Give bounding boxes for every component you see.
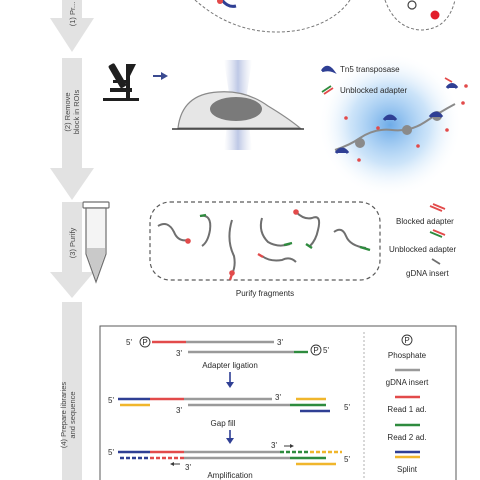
- tn5-icon: [220, 0, 237, 8]
- step-arrow-3: (3) Purify: [50, 202, 94, 298]
- legend-phosphate: Phosphate: [388, 351, 427, 360]
- tn5-transposase-icon: [320, 65, 337, 74]
- tube-icon: [82, 201, 110, 284]
- gapfill-bottom-5prime: 5': [344, 403, 350, 412]
- dna-fragments: [157, 209, 371, 281]
- step-4-panel: 5' P 3' 3' P 5' Adapter ligation 5' 3': [99, 325, 457, 480]
- ligation-top-5prime: 5': [126, 338, 132, 347]
- step-arrow-1: (1) Pr...: [50, 0, 94, 52]
- svg-text:P: P: [313, 346, 318, 355]
- step-arrow-2: (2) Remove block in ROIs: [50, 58, 94, 200]
- legend-unblocked-adapter: Unblocked adapter: [340, 86, 407, 95]
- gapfill-bottom-3prime: 3': [176, 406, 182, 415]
- step-4-label-line1: (4) Prepare libraries: [59, 382, 68, 449]
- stage-ligation: 5' P 3' 3' P 5' Adapter ligation: [126, 336, 329, 370]
- unblocked-adapter-icon: [321, 85, 332, 93]
- legend-splint: Splint: [397, 465, 418, 474]
- stage-gap-fill: Gap fill: [211, 419, 236, 428]
- stage-amplification-label: Amplification: [207, 471, 252, 480]
- library-prep-box: [99, 325, 457, 480]
- nucleus-icon: [210, 97, 262, 121]
- legend-gdna: gDNA insert: [386, 378, 429, 387]
- legend-read1: Read 1 ad.: [387, 405, 426, 414]
- legend-unblocked-adapter-2: Unblocked adapter: [389, 245, 456, 254]
- amp-top-3prime: 3': [271, 441, 277, 450]
- illuminated-region: [318, 53, 462, 197]
- amp-top-5prime: 5': [108, 448, 114, 457]
- down-arrow-icon: [226, 372, 234, 388]
- stage-gapfill: 5' 3' 3' 5' Gap fill: [108, 393, 350, 428]
- legend-gdna-insert: gDNA insert: [406, 269, 449, 278]
- step-2-panel: Tn5 transposase Unblocked adapter: [103, 53, 468, 197]
- stage-amplification: 3' 5' 5' 3' Amplification: [108, 441, 350, 480]
- microscope-icon: [103, 63, 139, 101]
- step-arrow-4: (4) Prepare libraries and sequence: [59, 302, 82, 480]
- phosphate-icon: [139, 336, 151, 348]
- phosphate-legend-icon: [401, 334, 413, 346]
- amp-bottom-5prime: 5': [344, 455, 350, 464]
- magnifier-icon: [407, 0, 417, 10]
- legend-blocked-adapter: Blocked adapter: [396, 217, 454, 226]
- phosphate-icon-2: [310, 344, 322, 356]
- fragments-box: [149, 201, 381, 281]
- step-2-legend: Tn5 transposase Unblocked adapter: [320, 65, 407, 95]
- flow-arrow: [153, 72, 168, 80]
- purify-caption: Purify fragments: [236, 289, 294, 298]
- step-4-label-line2: and sequence: [68, 391, 77, 438]
- step-2-label-line1: (2) Remove: [63, 92, 72, 131]
- legend-read2: Read 2 ad.: [387, 433, 426, 442]
- step-2-label-line2: block in ROIs: [72, 89, 81, 134]
- gapfill-top-5prime: 5': [108, 396, 114, 405]
- ligation-top-3prime: 3': [277, 338, 283, 347]
- down-arrow-icon-2: [226, 430, 234, 444]
- amp-bottom-3prime: 3': [185, 463, 191, 472]
- step-1-panel: [194, 0, 456, 33]
- unblocked-adapter-icon-2: [429, 231, 443, 238]
- svg-text:P: P: [404, 336, 409, 345]
- step-3-legend: Blocked adapter Unblocked adapter gDNA i…: [389, 203, 456, 278]
- blocked-adapter-icon: [429, 205, 443, 212]
- gapfill-top-3prime: 3': [275, 393, 281, 402]
- gdna-insert-icon: [431, 258, 441, 265]
- step-3-label: (3) Purify: [68, 228, 77, 259]
- step-3-panel: Purify fragments Blocked adapter Unblock…: [82, 201, 456, 298]
- legend-tn5-transposase: Tn5 transposase: [340, 65, 400, 74]
- step-4-legend: P Phosphate gDNA insert Read 1 ad. Read …: [386, 334, 429, 474]
- stage-adapter-ligation: Adapter ligation: [202, 361, 258, 370]
- ligation-bottom-5prime: 5': [323, 346, 329, 355]
- ligation-bottom-3prime: 3': [176, 349, 182, 358]
- svg-text:P: P: [142, 338, 147, 347]
- step-1-label: (1) Pr...: [68, 2, 77, 27]
